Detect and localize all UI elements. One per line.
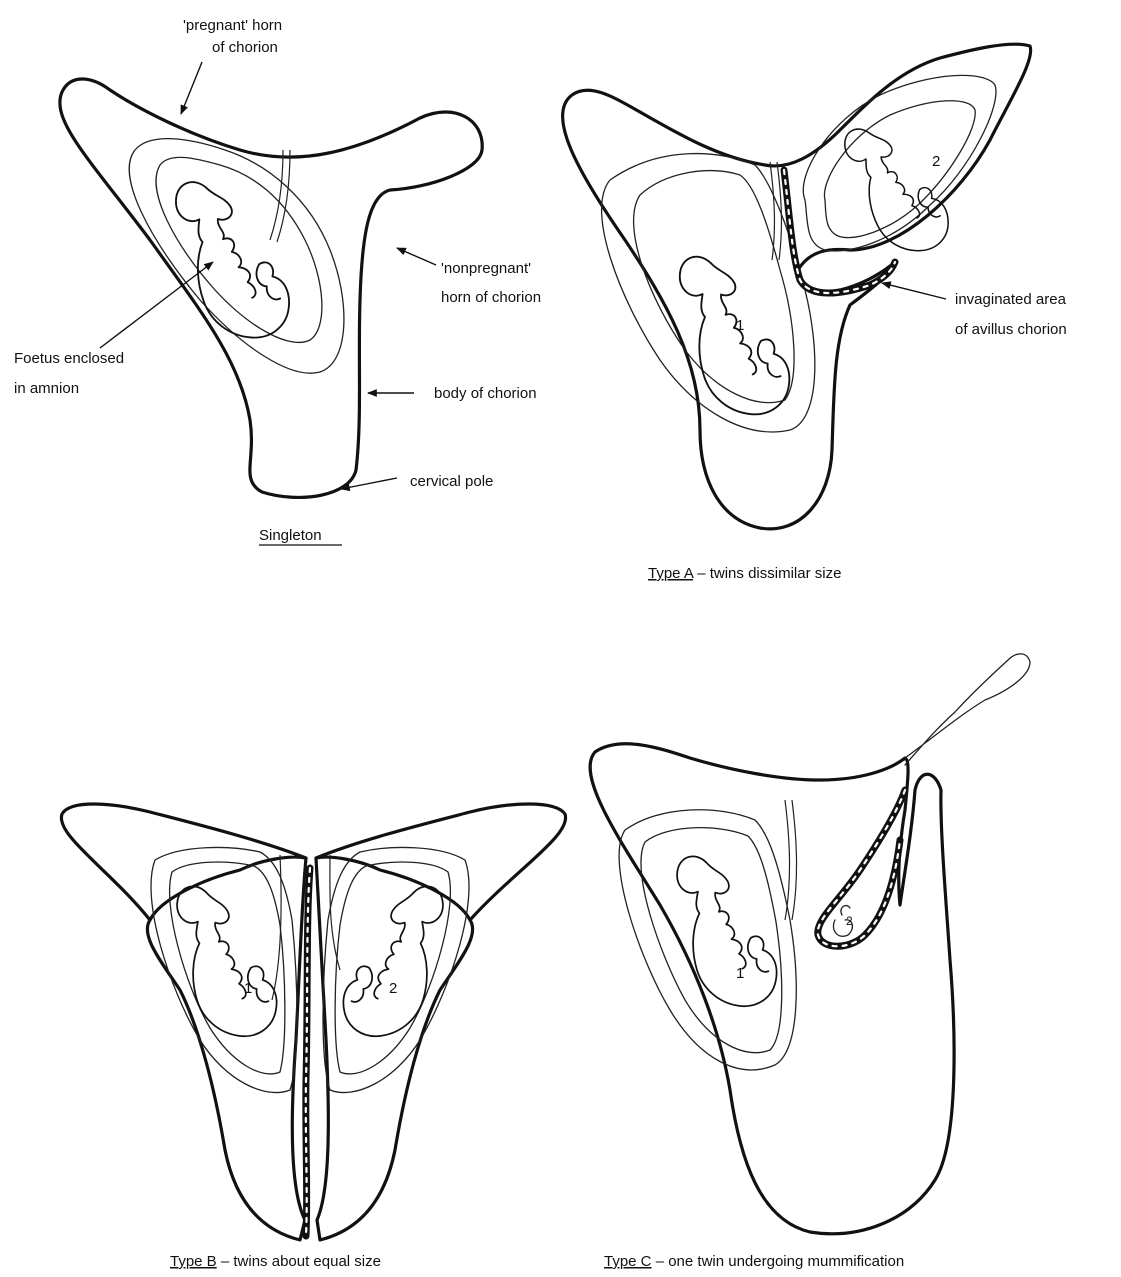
invaginated-arrow: [882, 283, 946, 299]
type-c-caption-rest: – one twin undergoing mummification: [652, 1253, 905, 1270]
type-c-caption: Type C – one twin undergoing mummificati…: [604, 1253, 904, 1270]
invaginated-label-line2: of avillus chorion: [955, 321, 1067, 338]
type-b-caption-prefix: Type B: [170, 1253, 217, 1270]
singleton-amnion-inner: [156, 157, 322, 342]
type-a-caption: Type A – twins dissimilar size: [648, 565, 841, 582]
type-c-mummified-cord: [905, 654, 1030, 765]
type-c-foetus-1: [676, 851, 779, 1010]
foetus-label-line1: Foetus enclosed: [14, 350, 124, 367]
pregnant-horn-label-line2: of chorion: [212, 39, 278, 56]
type-a-foetus-1: [678, 248, 793, 421]
type-b-panel: 1 2 Type B – twins about equal size: [61, 804, 565, 1270]
pregnant-horn-arrow: [181, 62, 202, 114]
type-a-foetus-2: [841, 112, 955, 263]
type-a-panel: 1 2 invaginated area of avillus chorion …: [563, 44, 1067, 582]
type-a-caption-rest: – twins dissimilar size: [693, 565, 841, 582]
singleton-caption: Singleton: [259, 527, 322, 544]
type-b-amnion-1-outer: [151, 847, 297, 1092]
type-a-caption-prefix: Type A: [648, 565, 694, 582]
type-a-twin-1-number: 1: [736, 317, 744, 334]
nonpregnant-horn-label-line2: horn of chorion: [441, 289, 541, 306]
type-a-amnion-2-outer: [803, 75, 996, 251]
nonpregnant-horn-label-line1: 'nonpregnant': [441, 260, 531, 277]
foetus-label-line2: in amnion: [14, 380, 79, 397]
singleton-annotations: 'pregnant' horn of chorion 'nonpregnant'…: [14, 17, 541, 545]
singleton-panel: [60, 79, 482, 497]
type-c-twin-1-number: 1: [736, 965, 744, 982]
type-b-caption-rest: – twins about equal size: [217, 1253, 381, 1270]
type-c-caption-prefix: Type C: [604, 1253, 652, 1270]
type-b-chorion-right: [316, 804, 566, 1240]
body-label: body of chorion: [434, 385, 537, 402]
singleton-chorion-outline: [60, 79, 482, 497]
type-b-twin-1-number: 1: [244, 980, 252, 997]
nonpregnant-horn-arrow: [397, 248, 436, 265]
type-b-chorion-left: [61, 804, 306, 1240]
type-c-amnion-1-outer: [619, 810, 796, 1070]
type-a-amnion-1-inner: [634, 171, 794, 403]
type-c-twin-2-number: 2: [846, 914, 853, 928]
type-b-amnion-2-inner: [335, 862, 450, 1074]
type-b-amnion-1-inner: [170, 862, 285, 1074]
type-b-twin-2-number: 2: [389, 980, 397, 997]
type-a-amnion-1-outer: [602, 154, 815, 432]
type-c-chorion-outline: [590, 744, 954, 1234]
type-a-twin-2-number: 2: [932, 153, 940, 170]
type-a-chorion-outline: [563, 44, 1031, 529]
cervical-label: cervical pole: [410, 473, 493, 490]
type-c-panel: 1 2 Type C – one twin undergoing mummifi…: [590, 654, 1030, 1270]
type-b-caption: Type B – twins about equal size: [170, 1253, 381, 1270]
invaginated-label-line1: invaginated area: [955, 291, 1067, 308]
type-b-amnion-2-outer: [323, 847, 469, 1092]
pregnant-horn-label-line1: 'pregnant' horn: [183, 17, 282, 34]
